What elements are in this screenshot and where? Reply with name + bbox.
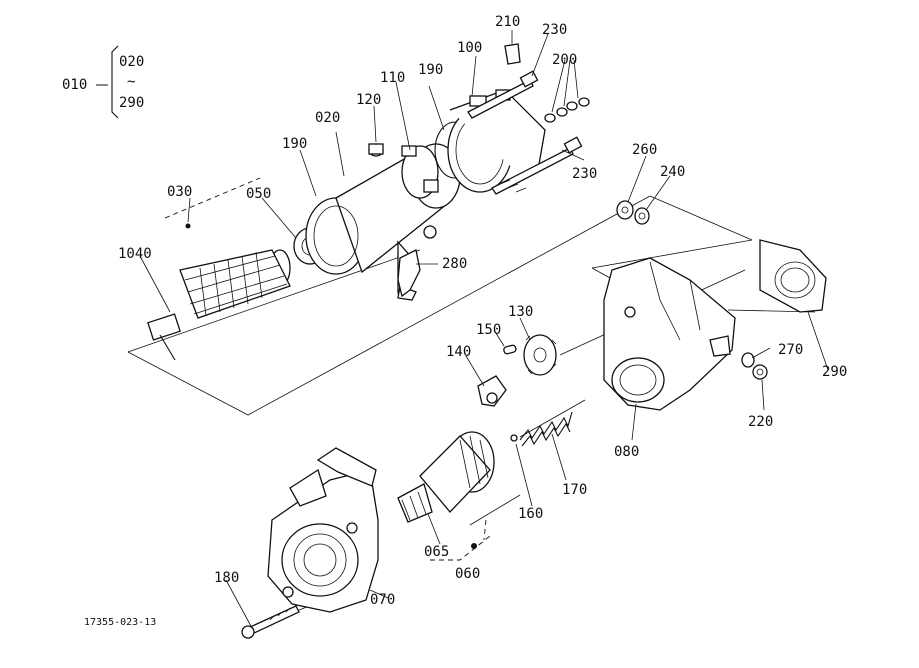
callout-230-top: 230 xyxy=(542,22,567,38)
assembly-range-start: 020 xyxy=(119,54,144,70)
callout-100: 100 xyxy=(457,40,482,56)
callout-060: 060 xyxy=(455,566,480,582)
nut-260-part xyxy=(616,200,634,220)
callout-240: 240 xyxy=(660,164,685,180)
callout-1040: 1040 xyxy=(118,246,152,262)
callout-270: 270 xyxy=(778,342,803,358)
callout-080: 080 xyxy=(614,444,639,460)
callout-065: 065 xyxy=(424,544,449,560)
callout-120: 120 xyxy=(356,92,381,108)
through-bolt-part xyxy=(467,70,583,195)
callout-130: 130 xyxy=(508,304,533,320)
callout-150: 150 xyxy=(476,322,501,338)
callout-170: 170 xyxy=(562,482,587,498)
callout-140: 140 xyxy=(446,344,471,360)
callout-020: 020 xyxy=(315,110,340,126)
cap-part xyxy=(368,143,384,157)
nut-240-part xyxy=(634,207,650,225)
housing-part xyxy=(603,257,736,411)
callout-030: 030 xyxy=(167,184,192,200)
callout-200: 200 xyxy=(552,52,577,68)
ball-part xyxy=(510,434,518,442)
clutch-part xyxy=(397,431,495,523)
callout-190-top: 190 xyxy=(418,62,443,78)
armature-part xyxy=(147,249,291,361)
spring-part xyxy=(519,411,573,447)
assembly-guide-lines xyxy=(127,177,816,621)
lever-part xyxy=(397,249,421,298)
drawing-code: 17355-023-13 xyxy=(84,617,156,628)
leader-lines xyxy=(139,30,829,629)
cap-top-part xyxy=(504,43,521,65)
callout-050: 050 xyxy=(246,186,271,202)
assembly-group-number: 010 xyxy=(62,77,87,93)
callout-260: 260 xyxy=(632,142,657,158)
callout-110: 110 xyxy=(380,70,405,86)
callout-190: 190 xyxy=(282,136,307,152)
nut-220-part xyxy=(752,364,768,380)
washer-270-part xyxy=(741,352,755,368)
callout-230: 230 xyxy=(572,166,597,182)
callout-070: 070 xyxy=(370,592,395,608)
bolt-part xyxy=(241,605,300,639)
idler-gear-part xyxy=(523,334,557,376)
gasket-part xyxy=(759,239,827,313)
callout-160: 160 xyxy=(518,506,543,522)
callout-280: 280 xyxy=(442,256,467,272)
assembly-range-separator: ~ xyxy=(127,74,135,90)
callout-180: 180 xyxy=(214,570,239,586)
nut-set-part xyxy=(544,97,590,123)
drive-housing-part xyxy=(267,447,379,613)
assembly-brace xyxy=(96,45,119,119)
brush-holder-part xyxy=(401,145,439,199)
callout-290: 290 xyxy=(822,364,847,380)
assembly-bracket: 010 020 ~ 290 xyxy=(62,45,144,119)
retainer-part xyxy=(477,375,507,407)
assembly-range-end: 290 xyxy=(119,95,144,111)
callout-210: 210 xyxy=(495,14,520,30)
pin-part xyxy=(503,344,517,355)
callout-220: 220 xyxy=(748,414,773,430)
callout-labels: 210 230 100 200 190 110 120 020 190 230 … xyxy=(118,14,847,608)
